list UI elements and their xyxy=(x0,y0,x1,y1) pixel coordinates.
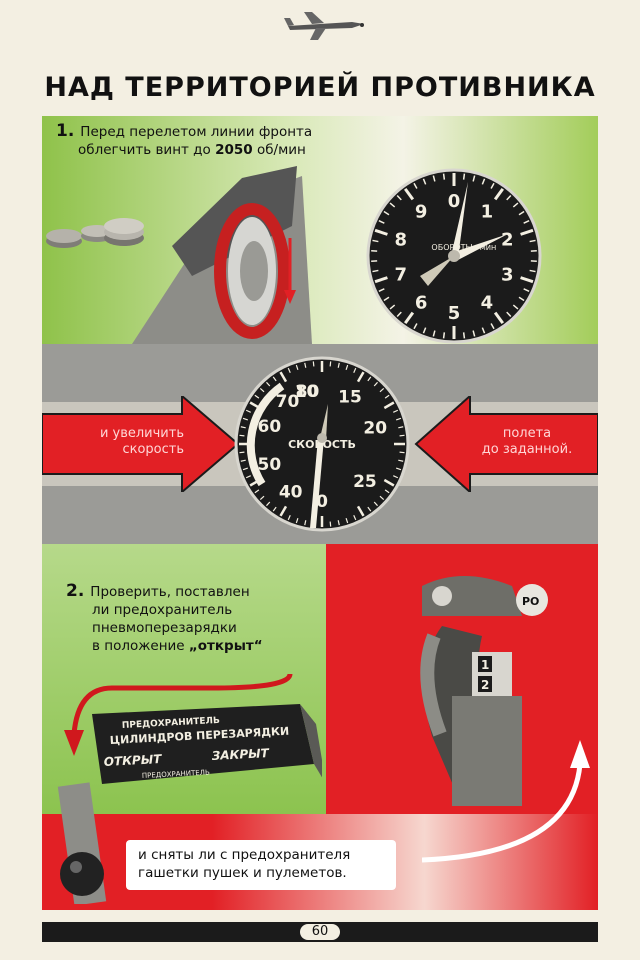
lever-knob xyxy=(60,852,104,896)
speed-number: 10 xyxy=(295,382,319,402)
speed-number: 70 xyxy=(276,392,300,412)
bottom-note: и сняты ли с предохранителя гашетки пуше… xyxy=(126,840,396,890)
speed-number: 25 xyxy=(353,472,377,492)
rpm-needle-short xyxy=(454,234,508,261)
left-red-arrow xyxy=(42,396,240,492)
step1-line1: Перед перелетом линии фронта xyxy=(80,124,313,140)
step2-text: 2. Проверить, поставлен ли предохранитель… xyxy=(66,582,263,655)
left-arrow-line2: скорость xyxy=(122,442,184,457)
step1-number: 1. xyxy=(56,121,75,141)
right-arrow-line1: полета xyxy=(502,426,552,441)
step2-line1: Проверить, поставлен xyxy=(90,584,250,600)
step1-text: 1. Перед перелетом линии фронта облегчить… xyxy=(56,122,312,159)
plate-bottom: ПРЕДОХРАНИТЕЛЬ xyxy=(142,768,210,780)
rpm-number: 7 xyxy=(394,264,407,285)
panel-speed: и увеличить скорость полета до заданной.… xyxy=(42,344,598,544)
curved-arrow-icon xyxy=(64,673,293,756)
bottom-note-line1: и сняты ли с предохранителя xyxy=(138,847,351,863)
right-arrow-line2: до заданной. xyxy=(481,442,573,457)
trigger-button-icon xyxy=(516,584,548,616)
right-red-arrow xyxy=(414,396,598,492)
lever-label-1: 1 xyxy=(481,658,489,672)
step2-line3: пневмоперезарядки xyxy=(92,620,237,636)
control-stick-illustration: 1 2 РО xyxy=(420,576,548,806)
speed-number: 0 xyxy=(316,492,328,512)
rpm-number: 9 xyxy=(415,202,428,223)
lever-label-2: 2 xyxy=(481,678,489,692)
airplane-icon xyxy=(284,12,364,40)
speed-number: 15 xyxy=(338,388,362,408)
step1-rpm-value: 2050 xyxy=(215,142,253,158)
left-arrow-line1: и увеличить xyxy=(99,426,184,441)
bottom-note-line2: гашетки пушек и пулеметов. xyxy=(138,865,347,881)
rpm-number: 5 xyxy=(448,303,461,324)
speed-number: 80 xyxy=(296,382,320,402)
rpm-number: 2 xyxy=(501,230,514,251)
safety-plate-illustration: ПРЕДОХРАНИТЕЛЬ ЦИЛИНДРОВ ПЕРЕЗАРЯДКИ ОТК… xyxy=(57,704,322,904)
plate-closed: ЗАКРЫТ xyxy=(211,746,270,763)
right-arrow-text: полета до заданной. xyxy=(462,426,592,458)
page-title: НАД ТЕРРИТОРИЕЙ ПРОТИВНИКА xyxy=(44,72,596,103)
rpm-number: 8 xyxy=(394,230,407,251)
speed-needle xyxy=(310,438,324,528)
step2-line2: ли предохранитель xyxy=(92,602,233,618)
speed-gauge: 0101520254050607080СКОРОСТЬ xyxy=(234,356,410,532)
speed-number: 50 xyxy=(258,455,282,475)
white-curved-arrow-icon xyxy=(422,740,590,863)
plate-open: ОТКРЫТ xyxy=(103,752,162,769)
button-label: РО xyxy=(522,595,539,608)
rpm-label: ОБОРОТЫ xyxy=(431,243,472,252)
rpm-number: 4 xyxy=(481,292,494,313)
propeller-control-illustration xyxy=(46,166,312,344)
propeller-knob-ring xyxy=(214,203,290,339)
rpm-number: 0 xyxy=(448,191,461,212)
speed-number: 20 xyxy=(363,419,387,439)
speed-number: 60 xyxy=(258,417,282,437)
rpm-number: 1 xyxy=(481,202,494,223)
rpm-number: 3 xyxy=(501,264,514,285)
speed-number: 40 xyxy=(279,482,303,502)
step2-number: 2. xyxy=(66,581,85,601)
step2-open-value: „открыт“ xyxy=(188,638,263,654)
step2-line4-prefix: в положение xyxy=(92,638,189,654)
rpm-needle-long xyxy=(451,182,468,258)
step1-line2-prefix: облегчить винт до xyxy=(78,142,216,158)
rpm-number: 6 xyxy=(415,292,428,313)
left-arrow-text: и увеличить скорость xyxy=(74,426,184,458)
coins-icon xyxy=(46,218,144,248)
step1-line2-suffix: об/мин xyxy=(252,142,306,158)
page-number: 60 xyxy=(300,924,340,940)
panel-propeller-rpm: 1. Перед перелетом линии фронта облегчить… xyxy=(42,116,598,344)
rpm-unit: МИН xyxy=(480,244,497,252)
